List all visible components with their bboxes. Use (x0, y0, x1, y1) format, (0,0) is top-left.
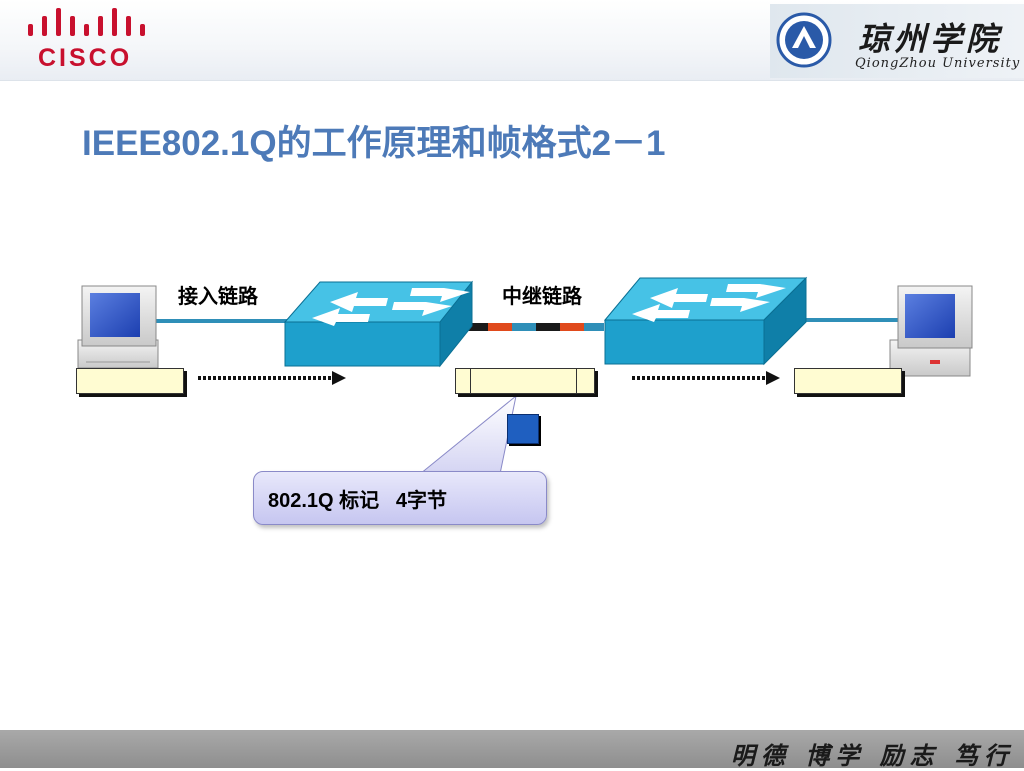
frame-untagged-right (794, 368, 902, 394)
cisco-logo: CISCO (18, 6, 148, 72)
switch-left-icon (283, 280, 474, 368)
dot1q-tag-callout: 802.1Q 标记 4字节 (253, 471, 547, 525)
slide-header: CISCO 琼州学院 QiongZhou University (0, 0, 1024, 81)
frame-tag-divider-right (576, 369, 577, 393)
pc-left-icon (77, 285, 159, 369)
school-name-cn: 琼州学院 (858, 20, 1003, 58)
school-emblem-icon (776, 12, 832, 68)
trunk-link (464, 323, 604, 331)
school-name-en: QiongZhou University (855, 56, 1021, 71)
school-logo: 琼州学院 QiongZhou University (770, 4, 1024, 78)
cisco-wordmark: CISCO (38, 44, 133, 72)
dot1q-tag-block (507, 414, 539, 444)
switch-right-icon (603, 276, 808, 366)
frame-tagged-trunk (455, 368, 595, 394)
footer-slogan: 明德 博学 励志 笃行 (730, 741, 1014, 770)
frame-flow-arrow-right (632, 371, 780, 385)
frame-tag-divider-left (470, 369, 471, 393)
access-link-label: 接入链路 (178, 284, 258, 308)
frame-untagged-left (76, 368, 184, 394)
pc-right-icon (889, 285, 973, 377)
trunk-link-label: 中继链路 (502, 284, 582, 308)
slide-footer: 明德 博学 励志 笃行 (0, 730, 1024, 770)
cisco-bars-icon (28, 8, 145, 36)
slide-title: IEEE802.1Q的工作原理和帧格式2－1 (82, 124, 666, 163)
callout-text: 802.1Q 标记 4字节 (268, 490, 447, 512)
callout-pointer (418, 394, 517, 475)
frame-flow-arrow-left (198, 371, 346, 385)
